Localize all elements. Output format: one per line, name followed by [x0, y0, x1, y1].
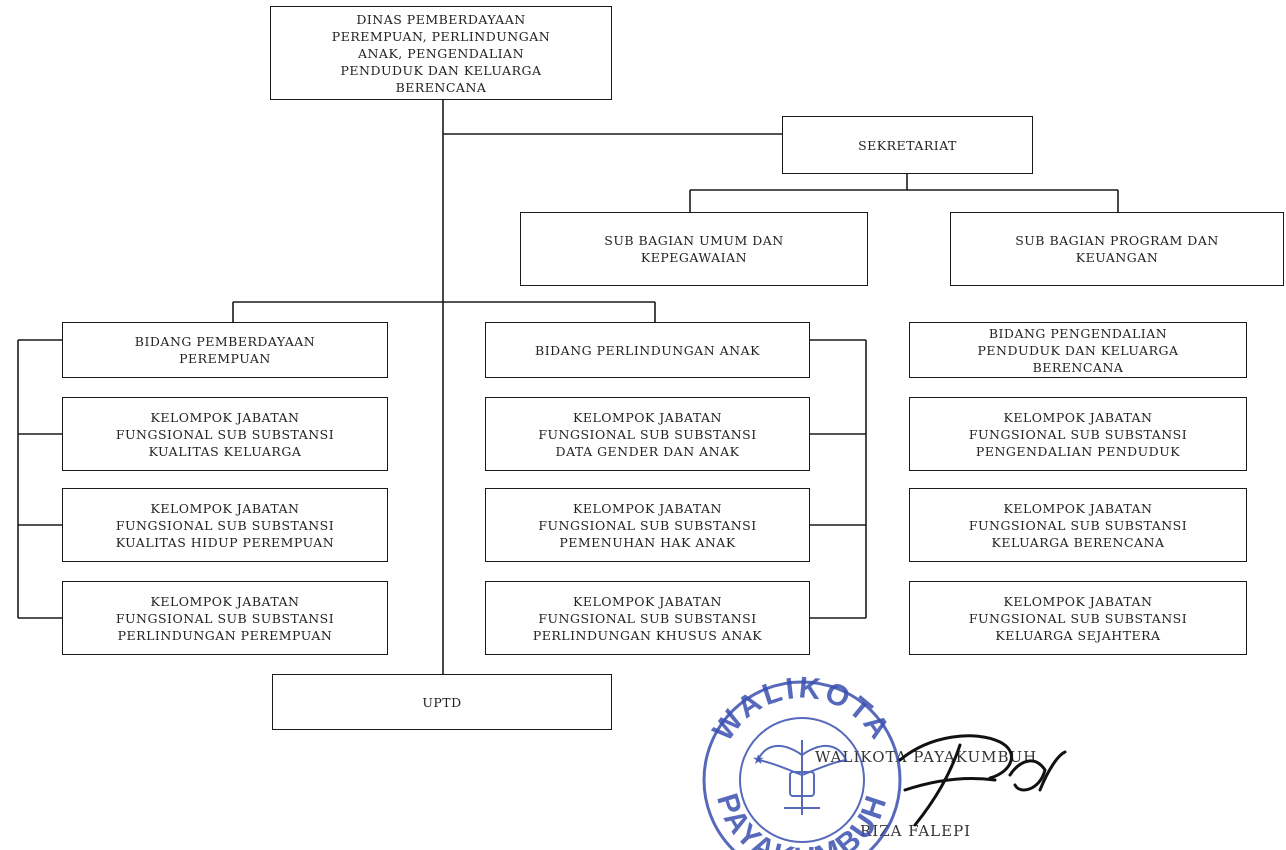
bidang-perlindungan-box: BIDANG PERLINDUNGAN ANAK: [485, 322, 810, 378]
kelompok-keluarga-berencana-box: KELOMPOK JABATAN FUNGSIONAL SUB SUBSTANS…: [909, 488, 1247, 562]
sub-bagian-program-box: SUB BAGIAN PROGRAM DAN KEUANGAN: [950, 212, 1284, 286]
sub-bagian-umum-box: SUB BAGIAN UMUM DAN KEPEGAWAIAN: [520, 212, 868, 286]
head-office-box: DINAS PEMBERDAYAAN PEREMPUAN, PERLINDUNG…: [270, 6, 612, 100]
kelompok-data-gender-box: KELOMPOK JABATAN FUNGSIONAL SUB SUBSTANS…: [485, 397, 810, 471]
kelompok-pemenuhan-hak-box: KELOMPOK JABATAN FUNGSIONAL SUB SUBSTANS…: [485, 488, 810, 562]
kelompok-perlindungan-perempuan-box: KELOMPOK JABATAN FUNGSIONAL SUB SUBSTANS…: [62, 581, 388, 655]
kelompok-kualitas-keluarga-box: KELOMPOK JABATAN FUNGSIONAL SUB SUBSTANS…: [62, 397, 388, 471]
kelompok-perlindungan-khusus-box: KELOMPOK JABATAN FUNGSIONAL SUB SUBSTANS…: [485, 581, 810, 655]
signature-office: WALIKOTA PAYAKUMBUH: [815, 748, 1038, 766]
bidang-pengendalian-box: BIDANG PENGENDALIAN PENDUDUK DAN KELUARG…: [909, 322, 1247, 378]
bidang-pemberdayaan-box: BIDANG PEMBERDAYAAN PEREMPUAN: [62, 322, 388, 378]
signature-name: RIZA FALEPI: [860, 822, 972, 840]
sekretariat-box: SEKRETARIAT: [782, 116, 1033, 174]
kelompok-keluarga-sejahtera-box: KELOMPOK JABATAN FUNGSIONAL SUB SUBSTANS…: [909, 581, 1247, 655]
kelompok-pengendalian-penduduk-box: KELOMPOK JABATAN FUNGSIONAL SUB SUBSTANS…: [909, 397, 1247, 471]
kelompok-kualitas-hidup-box: KELOMPOK JABATAN FUNGSIONAL SUB SUBSTANS…: [62, 488, 388, 562]
uptd-box: UPTD: [272, 674, 612, 730]
